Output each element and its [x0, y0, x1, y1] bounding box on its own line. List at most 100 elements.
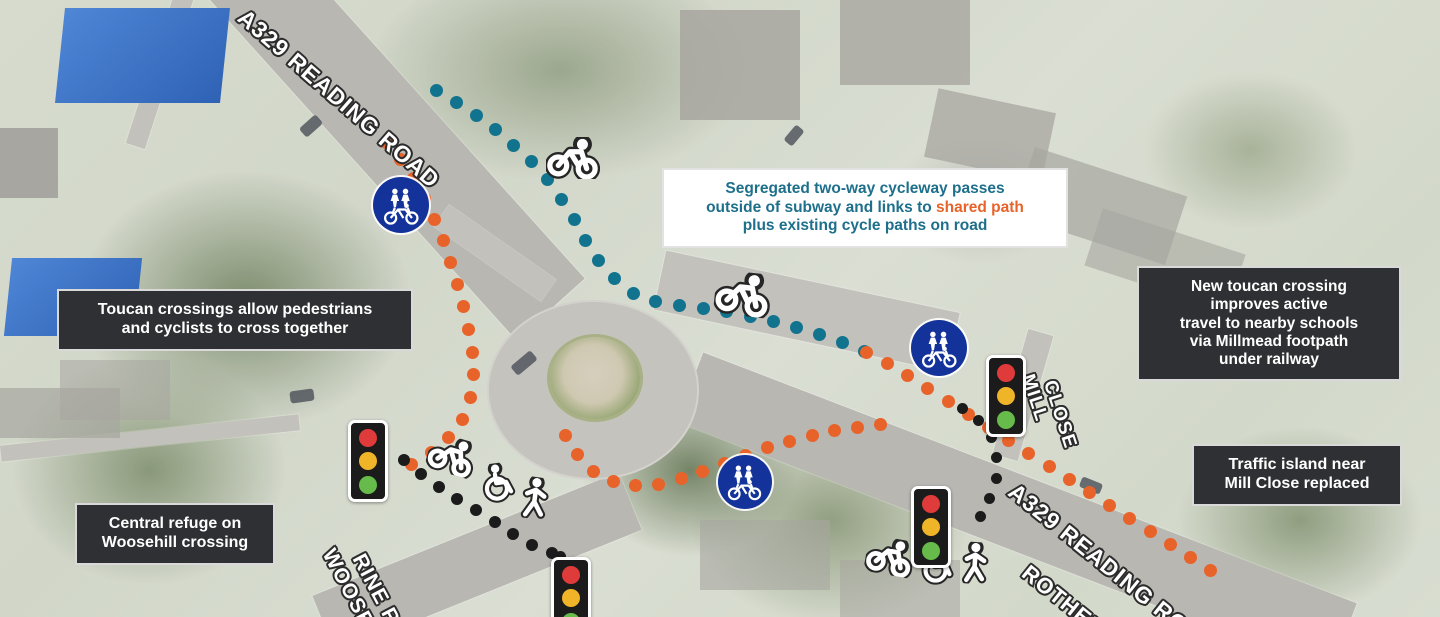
shared-path-dot [394, 153, 408, 167]
callout-toucan-crossings-note: Toucan crossings allow pedestrians and c… [57, 289, 413, 351]
footway-dot [507, 527, 520, 540]
shared-path-dot [455, 412, 469, 426]
callout-new-toucan-note: New toucan crossing improves active trav… [1137, 266, 1401, 382]
cycleway-dot [649, 294, 663, 308]
shared-path-dot [828, 424, 842, 438]
shared-path-dot [466, 368, 480, 382]
shared-path-dot [442, 430, 456, 444]
cycleway-dot [555, 192, 569, 206]
shared-path-dot [606, 475, 620, 489]
pedestrian-icon [957, 540, 993, 585]
pedestrian-and-cycle-shared-path-sign-icon [373, 177, 429, 233]
callout-line: Woosehill crossing [101, 533, 249, 551]
cycleway-dot [672, 298, 686, 312]
pedestrian-and-cycle-shared-path-sign-icon [718, 455, 772, 509]
callout-cycleway-note: Segregated two-way cycleway passes outsi… [662, 168, 1068, 248]
footway-dot [984, 492, 996, 504]
shared-path-dot [696, 464, 710, 478]
traffic-signal-icon [911, 486, 951, 568]
shared-path-dot [436, 234, 450, 248]
signal-red-lamp [359, 428, 377, 447]
cycleway-dot [429, 83, 443, 97]
shared-path-dot [1163, 537, 1177, 551]
shared-path-dot [1103, 498, 1117, 512]
shared-path-dot [1143, 524, 1157, 538]
shared-path-dot [1204, 563, 1218, 577]
traffic-signal-icon [986, 355, 1026, 437]
cyclist-icon [713, 269, 773, 319]
shared-path-dot [444, 256, 458, 270]
shared-path-dot [941, 395, 955, 409]
shared-path-dot [1002, 433, 1016, 447]
footway-dot [975, 511, 987, 523]
cycleway-dot [813, 328, 827, 342]
shared-path-dot [1123, 511, 1137, 525]
shared-path-dot [674, 471, 688, 485]
cycleway-dot [767, 315, 781, 329]
callout-central-refuge-note: Central refuge on Woosehill crossing [75, 503, 275, 565]
callout-line: improves active [1210, 296, 1328, 314]
cyclist-icon [546, 137, 600, 180]
callout-line: outside of subway and links to shared pa… [678, 199, 1052, 218]
shared-path-dot [586, 464, 600, 478]
footway-dot [451, 492, 464, 505]
shared-path-dot [1082, 485, 1096, 499]
callout-line: Mill Close replaced [1224, 474, 1370, 492]
footway-dot [554, 550, 566, 562]
footway-dot [956, 402, 968, 414]
shared-path-dot [428, 213, 442, 227]
shared-path-dot [570, 448, 584, 462]
shared-path-dot [859, 345, 873, 359]
wheelchair-icon [475, 460, 520, 505]
shared-path-dot [850, 420, 864, 434]
shared-path-dot [652, 477, 666, 491]
pedestrian-and-cycle-shared-path-sign-icon [911, 320, 967, 376]
signal-amber-lamp [997, 387, 1015, 405]
cycleway-dot [836, 336, 849, 350]
shared-path-dot [1062, 472, 1076, 486]
callout-accent-text: shared path [936, 198, 1024, 216]
footway-dot [990, 472, 1002, 484]
callout-line: travel to nearby schools [1179, 314, 1359, 332]
callout-line: under railway [1219, 351, 1319, 369]
shared-path-dot [1022, 446, 1036, 460]
footway-dot [526, 538, 539, 551]
callout-line: and cyclists to cross together [121, 319, 349, 337]
callout-line: Segregated two-way cycleway passes [725, 180, 1005, 197]
callout-line: Central refuge on [108, 515, 242, 532]
callout-line: Traffic island near [1228, 456, 1366, 473]
cycleway-dot [450, 95, 464, 109]
shared-path-dot [461, 322, 475, 336]
signal-red-lamp [997, 363, 1015, 382]
shared-path-dot [457, 300, 471, 314]
cycleway-dot [626, 286, 640, 300]
footway-dot [991, 451, 1003, 463]
cycleway-dot [507, 138, 521, 152]
callout-line: via Millmead footpath [1189, 332, 1349, 350]
shared-path-dot [873, 417, 887, 431]
shared-path-dot [451, 278, 465, 292]
cycleway-dot [470, 108, 484, 122]
shared-path-dot [921, 382, 935, 396]
shared-path-dot [629, 479, 643, 493]
shared-path-dot [558, 429, 572, 442]
traffic-signal-icon [348, 420, 388, 502]
shared-path-dot [761, 441, 775, 455]
callout-line: New toucan crossing [1191, 278, 1347, 295]
cycleway-dot [790, 321, 804, 335]
signal-red-lamp [562, 565, 580, 584]
cycleway-dot [489, 123, 503, 137]
pedestrian-icon [515, 474, 554, 521]
callout-text: outside of subway and links to [706, 198, 937, 216]
footway-dot [432, 480, 445, 493]
signal-amber-lamp [359, 452, 377, 470]
cycleway-dot [540, 173, 554, 187]
shared-path-dot [1183, 550, 1197, 564]
traffic-signal-icon [551, 557, 591, 617]
signal-green-lamp [922, 541, 940, 560]
footway-dot [398, 454, 410, 466]
footway-dot [488, 515, 501, 528]
signal-red-lamp [922, 494, 940, 513]
signal-amber-lamp [562, 589, 580, 607]
cycleway-dot [579, 234, 593, 248]
